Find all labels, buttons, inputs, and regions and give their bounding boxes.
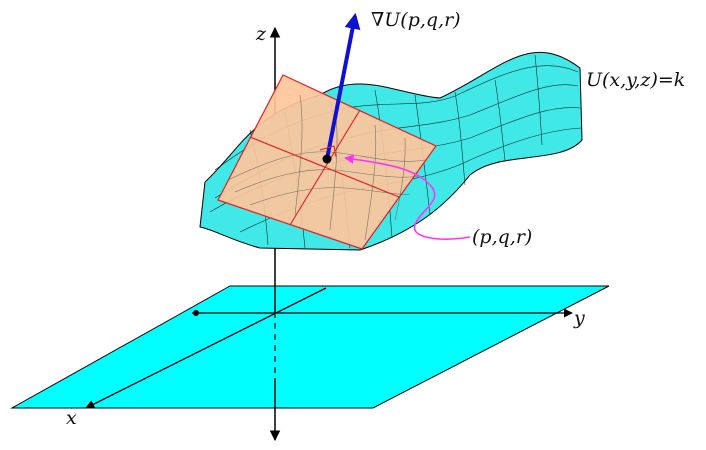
surface-equation-label: U(x,y,z)=k bbox=[586, 69, 685, 91]
point-pqr bbox=[322, 154, 332, 164]
xy-plane bbox=[10, 285, 610, 409]
x-axis-label: x bbox=[66, 407, 77, 429]
gradient-label: ∇U(p,q,r) bbox=[371, 9, 461, 31]
y-axis-tail-dot bbox=[193, 310, 199, 316]
z-axis-label: z bbox=[255, 23, 267, 45]
x-axis bbox=[85, 287, 327, 409]
y-axis-label: y bbox=[573, 307, 585, 329]
tangent-plane-midline-2 bbox=[249, 136, 400, 198]
gradient-arrow bbox=[325, 12, 361, 160]
normal-small-marker bbox=[319, 145, 337, 158]
point-label: (p,q,r) bbox=[472, 226, 532, 248]
point-pointer bbox=[344, 154, 471, 240]
xy-plane-fill bbox=[10, 285, 610, 409]
